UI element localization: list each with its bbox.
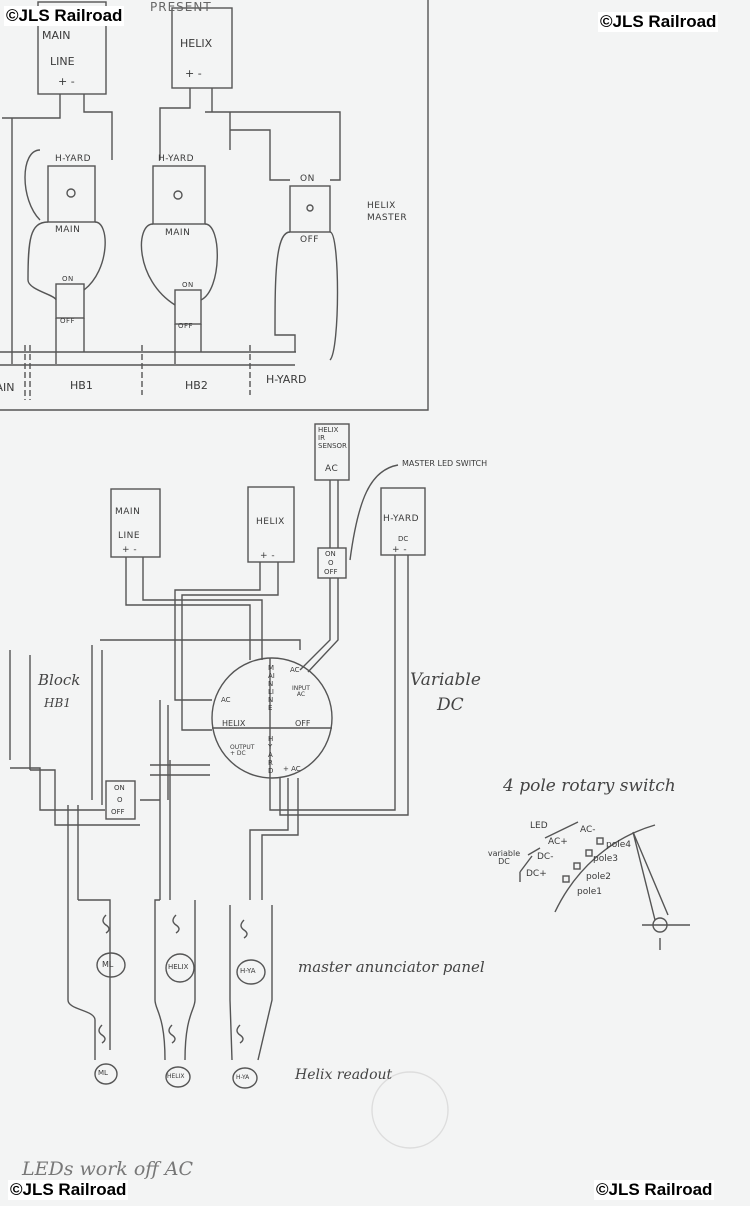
annunciator-label: master anunciator panel (298, 958, 485, 976)
hb1-on-off-switch (55, 283, 85, 319)
rotary-output-dc: OUTPUT + DC (230, 744, 255, 757)
rotary-helix: HELIX (222, 719, 246, 728)
legend-ac-plus: AC+ (548, 837, 568, 847)
rotary-legend-title: 4 pole rotary switch (503, 776, 676, 796)
main-line-2-label-2: LINE (118, 531, 141, 541)
switch-right-bottom: MAIN (165, 228, 191, 238)
master-led-switch-label: MASTER LED SWITCH (402, 459, 488, 468)
ir-sensor-1: HELIX (318, 426, 339, 434)
led-switch-off: OFF (324, 568, 338, 576)
watermark-top-right: ©JLS Railroad (598, 12, 719, 32)
main-line-polarity: + - (58, 75, 75, 88)
helix-2-polarity: + - (260, 551, 276, 561)
block-switch-on: ON (114, 784, 125, 792)
rotary-mainline: MAINLINE (268, 664, 275, 712)
switch-right-top: H-YARD (158, 154, 195, 164)
legend-led: LED (530, 821, 548, 831)
helix-master-label-1: HELIX (367, 201, 396, 211)
hyard-polarity: + - (392, 545, 408, 555)
helix-polarity: + - (185, 67, 202, 80)
track-bus-lines (0, 351, 296, 366)
block-hb1-1: Block (38, 671, 81, 689)
hyard-label: H-YARD (383, 514, 420, 524)
rotary-switch-circle (211, 657, 333, 779)
variable-dc-1: Variable (410, 670, 481, 690)
rotary-hyard: HYARD (268, 735, 274, 775)
block-on-off-switch (105, 780, 136, 820)
legend-variable-dc: variable DC (487, 849, 521, 866)
helix-master-label-2: MASTER (367, 213, 408, 223)
block-hb1-2: HB1 (44, 696, 71, 710)
legend-pole2: pole2 (586, 872, 611, 882)
ir-sensor-2: IR (318, 434, 325, 442)
present-heading: PRESENT (150, 0, 212, 14)
pointer-arrow (349, 464, 399, 561)
led-switch-on: ON (325, 550, 336, 558)
rotary-ac-left: AC (221, 696, 231, 704)
watermark-top-left: ©JLS Railroad (4, 6, 125, 26)
legend-ac-minus: AC- (580, 825, 596, 835)
main-line-supply-box (37, 1, 107, 95)
ir-sensor-ac: AC (325, 464, 339, 474)
rotary-ac-bottom: + AC (283, 765, 301, 773)
rotary-off: OFF (295, 719, 311, 728)
block-hb1: HB1 (70, 379, 93, 392)
main-line-2-label-1: MAIN (115, 507, 141, 517)
block-switch-mid: O (117, 796, 123, 804)
block-switch-off: OFF (111, 808, 125, 816)
hb2-switch-on: ON (182, 281, 194, 289)
faint-readout-circle (371, 1071, 449, 1149)
main-line-supply-box-2 (110, 488, 161, 558)
legend-pole1: pole1 (577, 887, 602, 897)
led-helix: HELIX (168, 963, 189, 971)
hyard-supply-box (380, 487, 426, 556)
led-switch-mid: O (328, 559, 334, 567)
block-hb2: HB2 (185, 379, 208, 392)
led-ml: ML (102, 960, 114, 969)
helix-label: HELIX (180, 37, 213, 50)
helix-master-on: ON (300, 174, 315, 184)
leds-note: LEDs work off AC (22, 1158, 194, 1180)
hyard-main-switch-left (47, 165, 96, 223)
legend-pole4: pole4 (606, 840, 631, 850)
top-diagram-frame (0, 0, 429, 411)
hb1-switch-off: OFF (60, 317, 76, 325)
main-line-label-2: LINE (50, 55, 75, 68)
block-hyard: H-YARD (266, 373, 307, 386)
watermark-bottom-right: ©JLS Railroad (594, 1180, 715, 1200)
block-main: MAIN (0, 381, 15, 394)
led-hyard: H-YA (240, 967, 256, 975)
hyard-main-switch-right (152, 165, 206, 225)
main-line-2-polarity: + - (122, 545, 138, 555)
helix-master-switch (289, 185, 331, 233)
hb2-switch-off: OFF (178, 322, 194, 330)
helix-ir-sensor-box (314, 423, 350, 481)
readout-led-ml: ML (98, 1069, 108, 1077)
main-line-label-1: MAIN (42, 29, 71, 42)
rotary-input-ac: INPUT AC (292, 685, 310, 698)
helix-master-off: OFF (300, 235, 319, 245)
legend-dc-minus: DC- (537, 852, 554, 862)
switch-left-bottom: MAIN (55, 225, 81, 235)
readout-label: Helix readout (295, 1067, 393, 1083)
hb1-switch-on: ON (62, 275, 74, 283)
helix-2-label: HELIX (256, 517, 285, 527)
helix-supply-box (171, 7, 233, 89)
readout-led-helix: HELIX (167, 1073, 185, 1080)
watermark-bottom-left: ©JLS Railroad (8, 1180, 129, 1200)
hb2-on-off-switch (174, 289, 202, 325)
master-led-switch (317, 547, 347, 579)
switch-left-top: H-YARD (55, 154, 92, 164)
hyard-dc: DC (398, 535, 409, 543)
legend-pole3: pole3 (593, 854, 618, 864)
variable-dc-2: DC (437, 695, 464, 715)
annunciator-leds (94, 914, 266, 1089)
rotary-ac-right: AC (290, 666, 300, 674)
helix-supply-box-2 (247, 486, 295, 563)
ir-sensor-3: SENSOR (318, 442, 347, 450)
legend-dc-plus: DC+ (526, 869, 547, 879)
readout-led-hyard: H-YA (236, 1074, 250, 1081)
rotary-legend-drawing (519, 821, 690, 950)
